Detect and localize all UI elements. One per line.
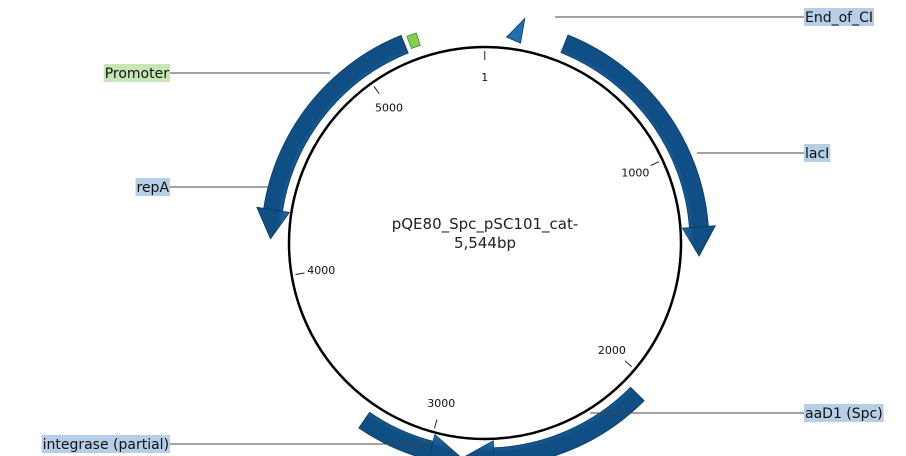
plasmid-size: 5,544bp — [454, 234, 516, 252]
feature-label-promoter[interactable]: Promoter — [105, 66, 170, 82]
tick-mark-4000 — [295, 272, 305, 275]
feature-label-bg-repA — [135, 178, 170, 196]
tick-label-1: 1 — [481, 71, 488, 84]
plasmid-name: pQE80_Spc_pSC101_cat- — [392, 215, 579, 234]
tick-mark-2000 — [624, 360, 633, 368]
tick-mark-1000 — [650, 161, 660, 166]
feature-label-aaD1[interactable]: aaD1 (Spc) — [805, 406, 883, 422]
feature-layer — [256, 17, 717, 456]
feature-label-integrase[interactable]: integrase (partial) — [43, 437, 169, 453]
feature-label-repA[interactable]: repA — [137, 180, 170, 196]
feature-arrow-integrase[interactable] — [358, 411, 460, 456]
feature-label-bg-end_of_ci — [804, 8, 874, 26]
feature-label-bg-promoter — [103, 64, 170, 82]
feature-arrow-end_of_ci[interactable] — [505, 17, 526, 44]
feature-arrow-lacI[interactable] — [560, 34, 717, 257]
tick-mark-3000 — [434, 419, 438, 429]
feature-label-lacI[interactable]: lacI — [805, 146, 829, 162]
tick-label-2000: 2000 — [598, 344, 626, 357]
feature-box-promoter[interactable] — [406, 32, 421, 49]
feature-label-end_of_ci[interactable]: End_of_CI — [805, 10, 873, 26]
tick-label-3000: 3000 — [427, 397, 455, 410]
label-layer: lacI aaD1 (Spc) integrase (partial) repA Pro… — [41, 8, 884, 453]
tick-label-4000: 4000 — [307, 264, 335, 277]
feature-label-bg-aaD1 — [804, 404, 884, 422]
feature-label-bg-lacI — [804, 144, 831, 162]
feature-arrow-repA[interactable] — [256, 34, 409, 240]
tick-mark-5000 — [373, 86, 380, 94]
tick-layer: 1 1000 2000 3000 4000 5000 — [295, 50, 660, 429]
feature-label-bg-integrase — [41, 435, 170, 453]
feature-arrow-aaD1[interactable] — [465, 386, 645, 456]
plasmid-backbone — [287, 45, 683, 441]
tick-label-1000: 1000 — [621, 167, 649, 180]
tick-label-5000: 5000 — [375, 102, 403, 115]
